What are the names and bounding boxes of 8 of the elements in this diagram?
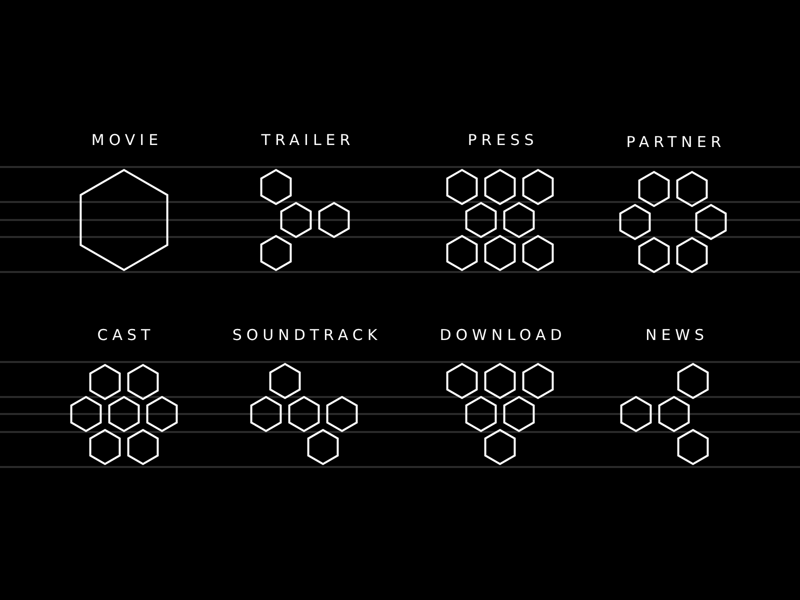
icon-caption: PRESS	[468, 131, 538, 149]
icon-caption: NEWS	[645, 326, 709, 344]
icon-caption: TRAILER	[261, 131, 355, 149]
icon-caption: PARTNER	[626, 133, 726, 151]
icon-caption: SOUNDTRACK	[232, 326, 382, 344]
icon-caption: CAST	[97, 326, 155, 344]
icon-caption: MOVIE	[91, 131, 163, 149]
icon-caption: DOWNLOAD	[440, 326, 566, 344]
